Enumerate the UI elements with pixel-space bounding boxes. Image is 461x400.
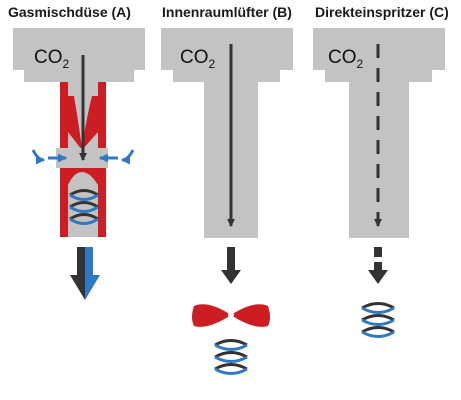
panel-b-swirl [214,339,248,375]
panel-a-air-intake-arrows [31,149,135,165]
panel-c-title: Direkteinspritzer (C) [315,4,449,20]
panel-c: CO2 [313,28,445,338]
panel-c-co2-label: CO2 [328,47,364,71]
panel-a-swirl [69,189,99,225]
panel-c-housing [313,28,445,238]
panel-c-swirl [361,302,395,338]
panel-a-outflow-arrow [70,247,100,300]
panel-a-housing [13,28,145,82]
panel-c-outflow-arrow [368,247,388,284]
panel-a-title: Gasmischdüse (A) [8,4,131,20]
panel-b-outflow-arrow [221,247,241,284]
panel-b-housing [161,28,293,238]
panel-a: CO2 [13,28,145,300]
panel-b-title: Innenraumlüfter (B) [162,4,292,20]
panel-b: CO2 [161,28,293,375]
panel-a-co2-label: CO2 [34,47,70,71]
panel-b-co2-label: CO2 [180,47,216,71]
panel-b-fan-icon [192,304,270,327]
